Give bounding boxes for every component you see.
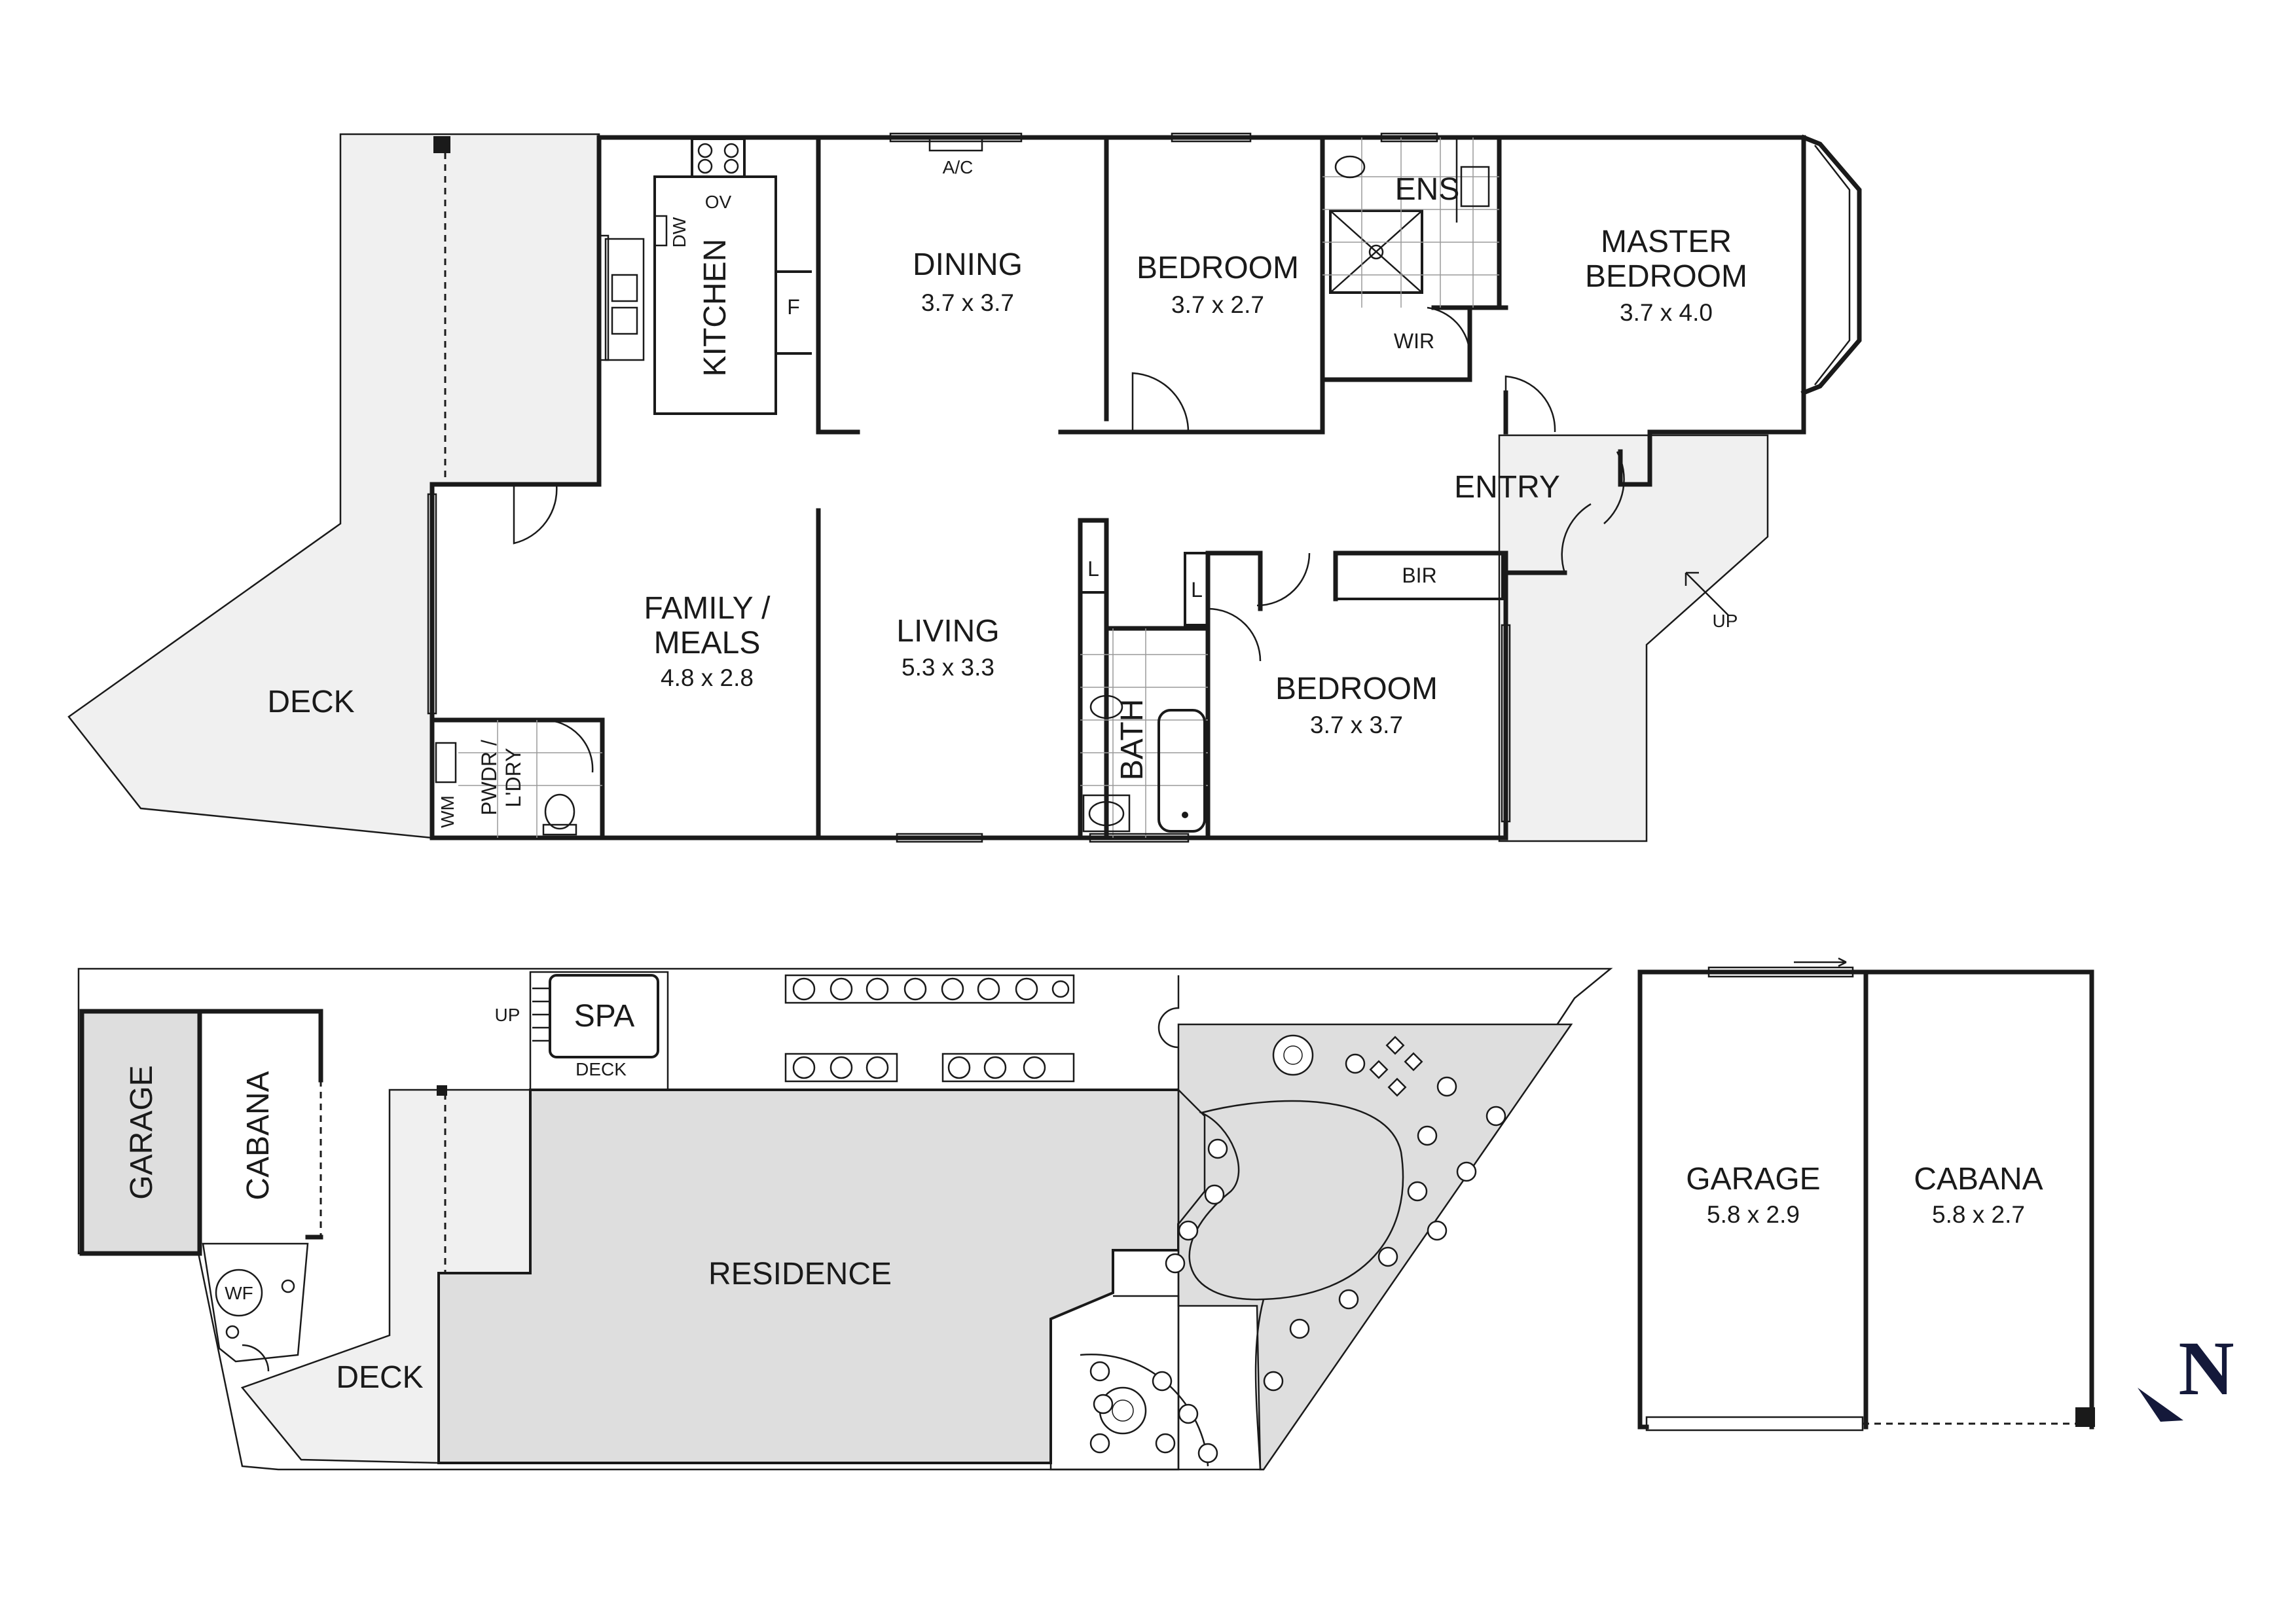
bedroom-2-size: 3.7 x 2.7 bbox=[1171, 291, 1264, 318]
bir-label: BIR bbox=[1402, 564, 1436, 587]
bedroom-3-size: 3.7 x 3.7 bbox=[1310, 712, 1403, 738]
linen-2-label: L bbox=[1191, 578, 1203, 602]
garden-shaded bbox=[1177, 1023, 1573, 1471]
site-garage-label: GARAGE bbox=[124, 1065, 159, 1199]
linen-1-label: L bbox=[1087, 557, 1099, 581]
dining-size: 3.7 x 3.7 bbox=[921, 289, 1014, 316]
garage-size: 5.8 x 2.9 bbox=[1707, 1201, 1800, 1228]
site-cabana-label: CABANA bbox=[241, 1071, 276, 1200]
dining-label: DINING bbox=[913, 247, 1023, 282]
north-label: N bbox=[2178, 1325, 2234, 1411]
garden-shrubs bbox=[1089, 1034, 1506, 1464]
fridge-label: F bbox=[787, 295, 800, 319]
wm-label: WM bbox=[437, 795, 458, 828]
family-meals-size: 4.8 x 2.8 bbox=[661, 664, 754, 691]
spa-label: SPA bbox=[574, 999, 634, 1034]
outbuildings: GARAGE 5.8 x 2.9 CABANA 5.8 x 2.7 bbox=[1637, 957, 2095, 1432]
bedroom-3-label: BEDROOM bbox=[1275, 672, 1438, 706]
post bbox=[433, 136, 450, 153]
north-compass: N bbox=[2138, 1325, 2234, 1422]
ensuite-label: ENS bbox=[1395, 172, 1460, 207]
entry-label: ENTRY bbox=[1454, 470, 1560, 505]
cabana-size: 5.8 x 2.7 bbox=[1932, 1201, 2025, 1228]
garage-label: GARAGE bbox=[1686, 1162, 1820, 1197]
deck-entry bbox=[1498, 434, 1769, 842]
master-bedroom-label-2: BEDROOM bbox=[1585, 259, 1747, 294]
pwdr-ldry-label-1: PWDR / bbox=[477, 740, 501, 816]
wir-label: WIR bbox=[1394, 329, 1434, 353]
bedroom-2-label: BEDROOM bbox=[1137, 251, 1299, 285]
spa-up-label: UP bbox=[495, 1005, 520, 1025]
wood-fire-label: WF bbox=[225, 1283, 253, 1303]
site-plan: GARAGE CABANA SPA DECK UP RESIDENCE DECK… bbox=[77, 967, 1613, 1471]
family-meals-label-2: MEALS bbox=[654, 626, 761, 660]
deck-label: DECK bbox=[267, 685, 354, 719]
site-garage bbox=[81, 1010, 201, 1255]
north-arrow-icon bbox=[2138, 1388, 2183, 1422]
spa-deck-label: DECK bbox=[575, 1059, 627, 1079]
up-label: UP bbox=[1713, 611, 1738, 631]
master-bedroom-size: 3.7 x 4.0 bbox=[1620, 299, 1713, 326]
kitchen-label: KITCHEN bbox=[698, 239, 733, 377]
ground-floor: KITCHEN DINING 3.7 x 3.7 BEDROOM 3.7 x 2… bbox=[67, 132, 1862, 843]
living-size: 5.3 x 3.3 bbox=[902, 654, 994, 681]
master-bedroom-label-1: MASTER bbox=[1601, 225, 1732, 259]
bath-label: BATH bbox=[1115, 699, 1150, 780]
shrubs-row bbox=[792, 977, 1070, 1079]
site-deck-label: DECK bbox=[336, 1360, 423, 1395]
pwdr-ldry-label-2: L'DRY bbox=[501, 748, 525, 808]
residence-label: RESIDENCE bbox=[708, 1257, 892, 1291]
family-meals-label-1: FAMILY / bbox=[644, 591, 771, 626]
living-label: LIVING bbox=[896, 614, 999, 649]
dishwasher-label: DW bbox=[669, 217, 689, 247]
oven-label: OV bbox=[705, 192, 732, 212]
ac-label: A/C bbox=[943, 157, 974, 177]
cabana-label: CABANA bbox=[1914, 1162, 2043, 1197]
